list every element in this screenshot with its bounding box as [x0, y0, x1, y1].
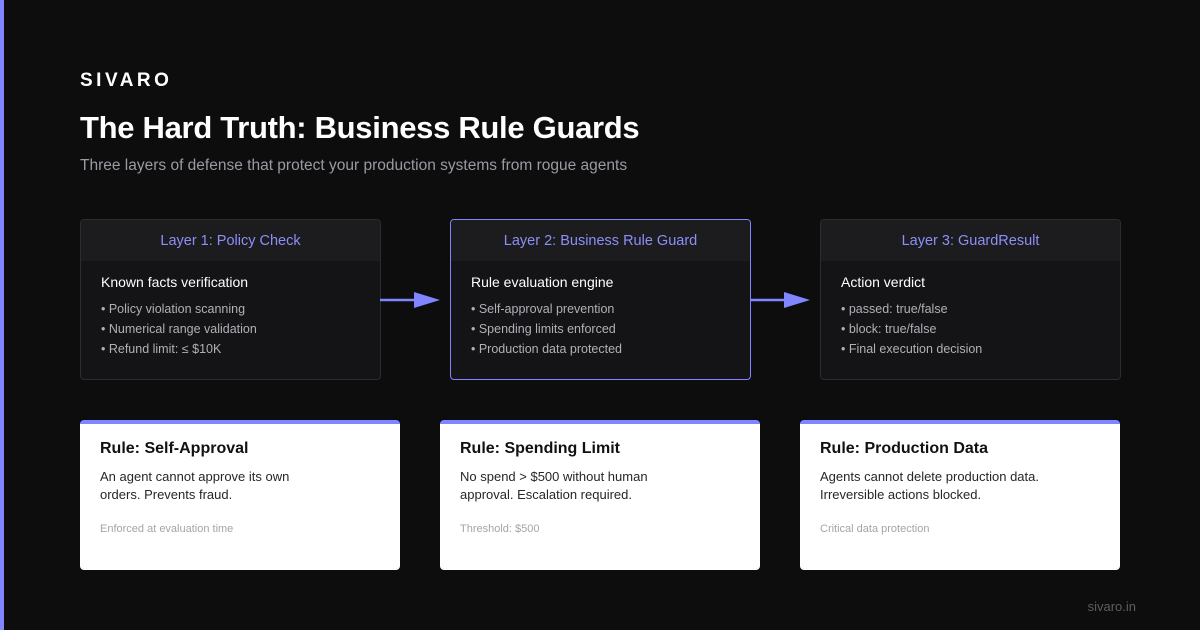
layer-3-heading: Action verdict [841, 274, 926, 290]
layer-2-heading: Rule evaluation engine [471, 274, 614, 290]
list-item: • Numerical range validation [101, 322, 257, 336]
rule-note: Enforced at evaluation time [100, 523, 234, 535]
list-item: • Self-approval prevention [471, 302, 615, 316]
layer-3-box: Layer 3: GuardResult Action verdict • pa… [820, 219, 1121, 380]
list-item: • Policy violation scanning [101, 302, 246, 316]
rule-description: Agents cannot delete production data. Ir… [820, 469, 1039, 502]
page-subtitle: Three layers of defense that protect you… [80, 157, 628, 174]
rule-card-spending-limit: Rule: Spending Limit No spend > $500 wit… [440, 420, 760, 570]
left-accent-bar [0, 0, 4, 630]
rule-description: An agent cannot approve its own orders. … [100, 469, 290, 502]
list-item: • Refund limit: ≤ $10K [101, 342, 222, 356]
rule-note: Critical data protection [820, 523, 930, 535]
list-item: • block: true/false [841, 322, 937, 336]
rule-description: No spend > $500 without human approval. … [460, 469, 648, 502]
rule-card-self-approval: Rule: Self-Approval An agent cannot appr… [80, 420, 400, 570]
rule-title: Rule: Self-Approval [100, 440, 249, 457]
layer-1-box: Layer 1: Policy Check Known facts verifi… [80, 219, 381, 380]
list-item: • Final execution decision [841, 342, 983, 356]
page-title: The Hard Truth: Business Rule Guards [80, 110, 640, 145]
layer-2-list: • Self-approval prevention • Spending li… [471, 299, 730, 359]
footer-url: sivaro.in [1087, 599, 1136, 614]
layer-3-title: Layer 3: GuardResult [821, 220, 1120, 261]
rule-card-production-data: Rule: Production Data Agents cannot dele… [800, 420, 1120, 570]
arrow-right-icon [380, 292, 440, 308]
list-item: • passed: true/false [841, 302, 948, 316]
brand-logo: SIVARO [80, 70, 173, 91]
layer-2-title: Layer 2: Business Rule Guard [451, 220, 750, 261]
rule-title: Rule: Spending Limit [460, 440, 620, 457]
layer-3-list: • passed: true/false • block: true/false… [841, 299, 1100, 359]
layer-1-list: • Policy violation scanning • Numerical … [101, 299, 360, 359]
layer-1-title: Layer 1: Policy Check [81, 220, 380, 261]
rule-note: Threshold: $500 [460, 523, 540, 535]
list-item: • Spending limits enforced [471, 322, 616, 336]
arrow-right-icon [750, 292, 810, 308]
rule-title: Rule: Production Data [820, 440, 989, 457]
layer-1-heading: Known facts verification [101, 274, 249, 290]
list-item: • Production data protected [471, 342, 623, 356]
layer-2-box: Layer 2: Business Rule Guard Rule evalua… [450, 219, 751, 380]
